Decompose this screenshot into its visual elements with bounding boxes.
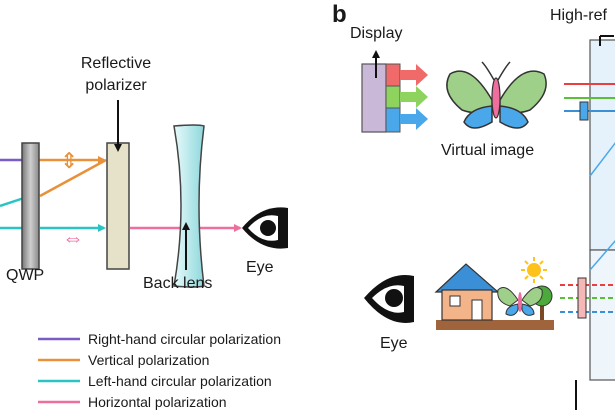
combiner-plate-upper [589, 39, 615, 251]
reflective-polarizer-label-1: Reflective [81, 55, 151, 72]
vertical-pol-ray-reflected [39, 158, 107, 198]
back-lens-label: Back lens [143, 275, 212, 292]
left-eye-label: Eye [246, 259, 274, 276]
diag-line-2 [589, 240, 615, 271]
display-panel [361, 63, 387, 133]
legend: Right-hand circular polarization Vertica… [38, 331, 281, 410]
virtual-image-label: Virtual image [441, 142, 534, 159]
blue-output-arrow [400, 108, 428, 130]
reflective-polarizer-label-2: polarizer [85, 77, 147, 94]
back-lens [173, 124, 205, 288]
qwp-label: QWP [6, 267, 44, 284]
house-roof [434, 263, 500, 293]
small-butterfly-icon [497, 287, 543, 316]
legend-label-1: Vertical polarization [88, 352, 209, 368]
butterfly-icon [446, 61, 547, 129]
display-label: Display [350, 25, 402, 42]
red-output-arrow [400, 64, 428, 86]
combiner-element [560, 35, 615, 410]
ground-strip [436, 320, 554, 330]
combiner-plate-lower [589, 249, 615, 381]
sun-icon [521, 257, 547, 283]
horizontal-pol-symbol: ⇔ [62, 225, 84, 250]
display-blue-pixel [385, 107, 401, 133]
legend-label-0: Right-hand circular polarization [88, 331, 281, 347]
display-red-pixel [385, 63, 401, 87]
house-window [449, 295, 461, 307]
right-eye-icon [364, 274, 414, 323]
tree-trunk [540, 300, 544, 320]
eye-icon [242, 207, 288, 249]
house-scene [434, 257, 554, 330]
high-ref-label: High-ref [550, 7, 607, 24]
vertical-pol-symbol: ⇕ [60, 148, 78, 173]
right-eye-label: Eye [380, 335, 408, 352]
legend-label-2: Left-hand circular polarization [88, 373, 272, 389]
qwp-plate [21, 142, 40, 270]
display-green-pixel [385, 85, 401, 109]
green-output-arrow [400, 86, 428, 108]
house-door [471, 299, 483, 321]
upper-filter [579, 101, 589, 121]
panel-b-label: b [332, 1, 347, 28]
display-unit [361, 50, 428, 133]
reflective-polarizer-plate [106, 142, 130, 270]
left-hand-circular-ray [0, 196, 25, 208]
diag-line-1 [589, 142, 615, 177]
left-panel-optics: ⇕ ⇔ [0, 100, 288, 288]
lower-filter [577, 277, 587, 319]
legend-label-3: Horizontal polarization [88, 394, 227, 410]
